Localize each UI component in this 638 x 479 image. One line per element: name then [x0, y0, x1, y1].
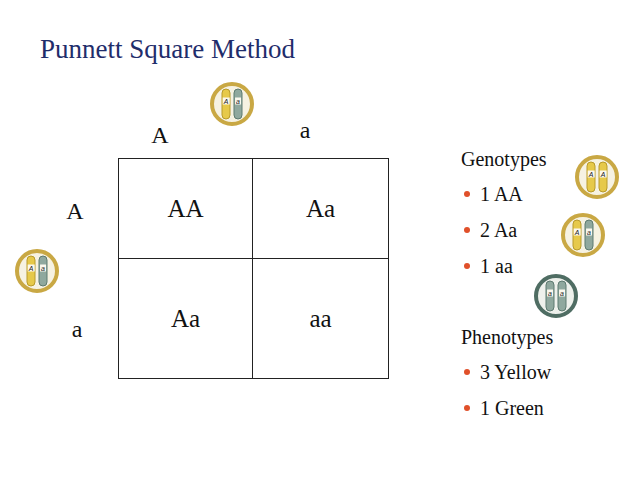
chromosome-icon	[212, 84, 252, 124]
punnett-cell: AA	[118, 158, 253, 259]
allele-header: a	[300, 117, 311, 143]
list-item: 1 aa	[480, 255, 513, 277]
genotype-cell-text: aa	[309, 305, 331, 333]
icon-letter: A	[28, 265, 35, 272]
icon-letter: A	[574, 229, 581, 236]
list-item: 1 Green	[480, 397, 544, 419]
chromosome-icon	[17, 251, 57, 291]
chromosome-icon	[563, 215, 603, 255]
icon-letter: a	[235, 98, 241, 105]
icon-letter: A	[600, 171, 607, 178]
chromosome-icon	[536, 276, 576, 316]
list-heading: Phenotypes	[461, 326, 553, 348]
title: Punnett Square Method	[40, 35, 295, 65]
genotype-cell-text: Aa	[306, 195, 335, 223]
icon-letter: a	[559, 290, 565, 297]
allele-header: A	[151, 122, 168, 148]
punnett-cell: aa	[252, 258, 389, 379]
icon-letter: A	[588, 171, 595, 178]
punnett-cell: Aa	[252, 158, 389, 259]
bullet	[464, 191, 470, 411]
genotype-cell-text: Aa	[171, 305, 200, 333]
list-item: 1 AA	[480, 183, 523, 205]
allele-header: A	[66, 198, 83, 224]
chromosome-icon	[577, 157, 617, 197]
list-heading: Genotypes	[461, 148, 547, 170]
punnett-cell: Aa	[118, 258, 253, 379]
genotype-cell-text: AA	[167, 195, 203, 223]
icon-letter: a	[547, 290, 553, 297]
allele-header: a	[72, 316, 83, 342]
icon-letter: a	[40, 265, 46, 272]
list-item: 3 Yellow	[480, 361, 551, 383]
list-item: 2 Aa	[480, 219, 517, 241]
icon-letter: a	[586, 229, 592, 236]
icon-letter: A	[223, 98, 230, 105]
